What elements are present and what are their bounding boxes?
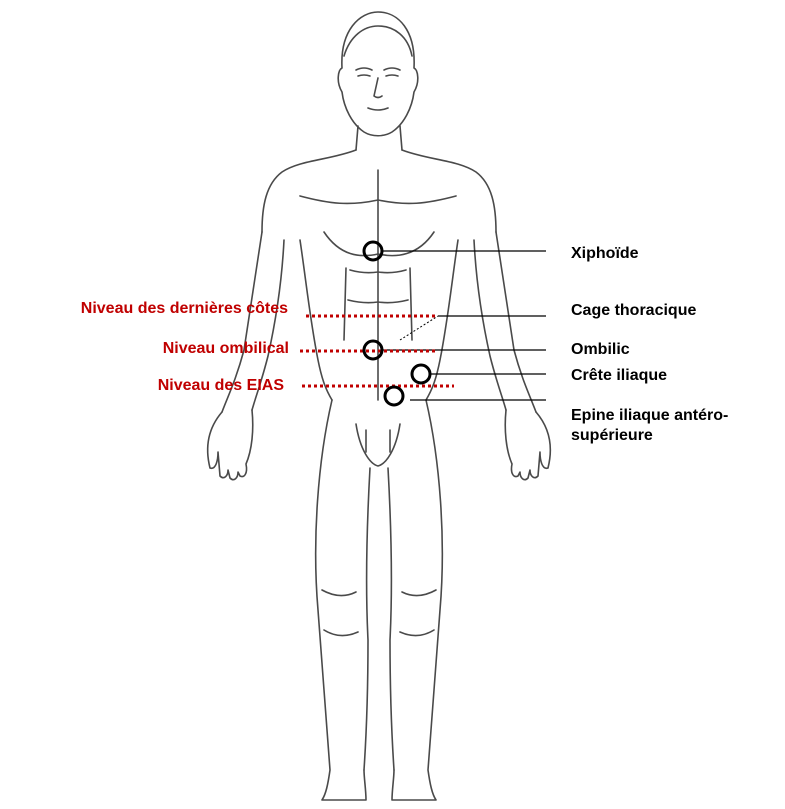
label-cage-thoracique: Cage thoracique [571,301,696,320]
label-epine-line2: supérieure [571,426,653,445]
marker-epine [385,387,403,405]
label-ombilic: Ombilic [571,340,630,359]
markers [364,242,430,405]
leader-lines [382,251,546,400]
leader-line-cage-diagonal [400,316,438,340]
label-niveau-ombilical: Niveau ombilical [163,339,289,358]
label-xiphoide: Xiphoïde [571,244,639,263]
body-outline [208,12,551,800]
marker-xiphoide [364,242,382,260]
label-niveau-cotes: Niveau des dernières côtes [81,299,288,318]
marker-crete [412,365,430,383]
label-epine-line1: Epine iliaque antéro- [571,406,728,425]
label-crete-iliaque: Crête iliaque [571,366,667,385]
label-niveau-eias: Niveau des EIAS [158,376,284,395]
